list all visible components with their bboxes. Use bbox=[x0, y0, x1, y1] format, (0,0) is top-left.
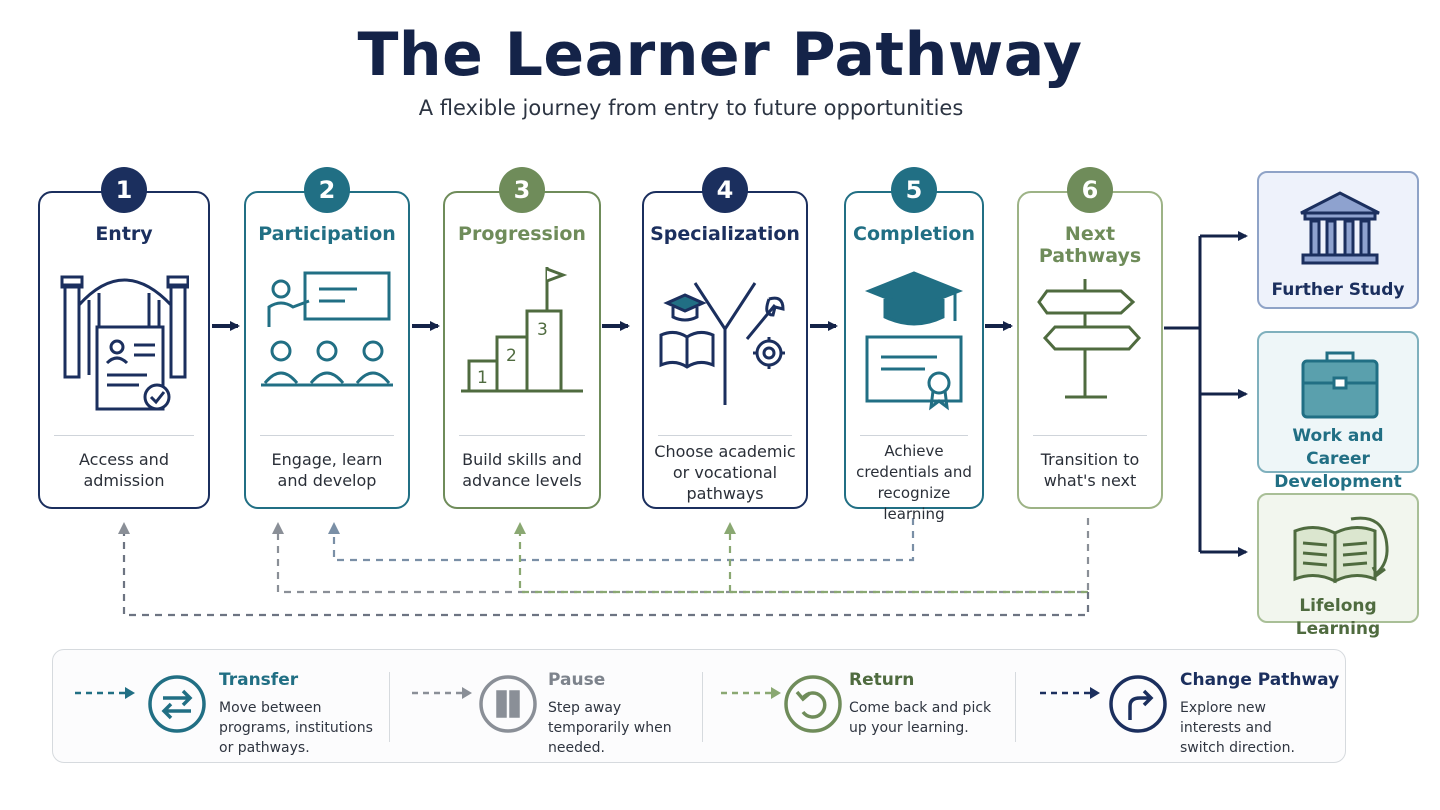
stage-number-badge: 4 bbox=[702, 167, 748, 213]
card-divider bbox=[1033, 435, 1147, 436]
stage-title: Completion bbox=[853, 223, 975, 245]
legend-desc-text: Move between programs, institutions or p… bbox=[219, 700, 373, 756]
legend-title: Pause bbox=[548, 670, 606, 690]
legend-desc-text: Explore new interests and switch directi… bbox=[1180, 700, 1295, 756]
dashed-arrow-return bbox=[721, 687, 781, 699]
fork-path-icon bbox=[644, 265, 806, 415]
outcome-label: Work and Career Development bbox=[1274, 426, 1402, 492]
branch-connector bbox=[1164, 236, 1202, 552]
legend-separator bbox=[702, 672, 703, 742]
stage-card-next-pathways[interactable]: 6 Next Pathways Transition to what's nex… bbox=[1017, 167, 1163, 509]
graduation-certificate-icon bbox=[846, 265, 982, 415]
legend-separator bbox=[1015, 672, 1016, 742]
legend-description: Move between programs, institutions or p… bbox=[219, 698, 383, 758]
legend-title: Return bbox=[849, 670, 915, 690]
loop-next-to-participation bbox=[272, 518, 1090, 594]
signpost-icon bbox=[1019, 265, 1161, 415]
svg-text:3: 3 bbox=[537, 320, 548, 340]
stage-card-specialization[interactable]: 4 Specialization Choose academic or voca… bbox=[642, 167, 808, 509]
loop-completion-to-participation bbox=[328, 518, 915, 562]
open-book-icon bbox=[1293, 516, 1389, 584]
stage-title: Participation bbox=[258, 223, 396, 245]
svg-text:2: 2 bbox=[506, 346, 517, 366]
legend-desc-text: Come back and pick up your learning. bbox=[849, 700, 992, 736]
stage-description: Achieve credentials and recognize learni… bbox=[856, 442, 972, 523]
stage-card-progression[interactable]: 3 Progression 1 2 3 Build skills and adv… bbox=[443, 167, 601, 509]
legend-title: Transfer bbox=[219, 670, 299, 690]
stage-card-participation[interactable]: 2 Participation Engage, learn and develo… bbox=[244, 167, 410, 509]
outcome-label: Lifelong Learning bbox=[1295, 596, 1381, 639]
legend-item-change-pathway: Change Pathway Explore new interests and… bbox=[1016, 650, 1346, 764]
gate-admission-icon bbox=[40, 265, 208, 415]
outcome-work-career[interactable]: Work and Career Development bbox=[1257, 331, 1419, 492]
page-subtitle: A flexible journey from entry to future … bbox=[418, 96, 964, 120]
stage-number-badge: 1 bbox=[101, 167, 147, 213]
legend-item-transfer: Transfer Move between programs, institut… bbox=[53, 650, 389, 764]
legend-description: Come back and pick up your learning. bbox=[849, 698, 999, 738]
legend-item-pause: Pause Step away temporarily when needed. bbox=[390, 650, 702, 764]
stage-title: Specialization bbox=[650, 223, 800, 245]
card-divider bbox=[54, 435, 194, 436]
loop-next-to-progression bbox=[514, 522, 1088, 594]
stage-card-entry[interactable]: 1 Entry Access and admission bbox=[38, 167, 210, 509]
university-icon bbox=[1300, 191, 1380, 265]
legend-item-return: Return Come back and pick up your learni… bbox=[703, 650, 1015, 764]
briefcase-icon bbox=[1301, 351, 1379, 419]
legend-description: Explore new interests and switch directi… bbox=[1180, 698, 1320, 758]
return-icon bbox=[784, 675, 842, 733]
outcome-further-study[interactable]: Further Study bbox=[1257, 171, 1419, 309]
dashed-arrow-pause bbox=[412, 687, 472, 699]
stage-description: Engage, learn and develop bbox=[271, 450, 383, 490]
stage-description: Choose academic or vocational pathways bbox=[654, 442, 796, 503]
stage-number-badge: 3 bbox=[499, 167, 545, 213]
stage-description: Access and admission bbox=[79, 450, 169, 490]
outcome-label: Further Study bbox=[1271, 280, 1405, 300]
classroom-icon bbox=[246, 265, 408, 415]
dashed-arrow-change bbox=[1040, 687, 1100, 699]
legend-desc-text: Step away temporarily when needed. bbox=[548, 700, 672, 756]
legend-panel: Transfer Move between programs, institut… bbox=[52, 649, 1346, 763]
stage-title: Progression bbox=[458, 223, 586, 245]
stage-number-badge: 2 bbox=[304, 167, 350, 213]
stage-number-badge: 5 bbox=[891, 167, 937, 213]
dashed-arrow-transfer bbox=[75, 687, 135, 699]
stage-number-badge: 6 bbox=[1067, 167, 1113, 213]
card-divider bbox=[459, 435, 585, 436]
outcome-lifelong-learning[interactable]: Lifelong Learning bbox=[1257, 493, 1419, 639]
stage-description: Transition to what's next bbox=[1040, 450, 1140, 490]
stage-title: Next Pathways bbox=[1038, 223, 1142, 267]
card-divider bbox=[860, 435, 968, 436]
page-title: The Learner Pathway bbox=[357, 20, 1083, 90]
pause-icon bbox=[479, 675, 537, 733]
stage-card-completion[interactable]: 5 Completion Achieve credentials and rec… bbox=[844, 167, 984, 523]
transfer-arrows-icon bbox=[148, 675, 206, 733]
svg-text:1: 1 bbox=[477, 368, 488, 388]
legend-description: Step away temporarily when needed. bbox=[548, 698, 698, 758]
loop-next-to-entry bbox=[118, 522, 1090, 617]
card-divider bbox=[260, 435, 394, 436]
stairs-flag-icon: 1 2 3 bbox=[445, 265, 599, 415]
stage-description: Build skills and advance levels bbox=[462, 450, 582, 490]
legend-title: Change Pathway bbox=[1180, 670, 1340, 690]
change-direction-icon bbox=[1109, 675, 1167, 733]
legend-separator bbox=[389, 672, 390, 742]
card-divider bbox=[658, 435, 792, 436]
stage-title: Entry bbox=[95, 223, 153, 245]
